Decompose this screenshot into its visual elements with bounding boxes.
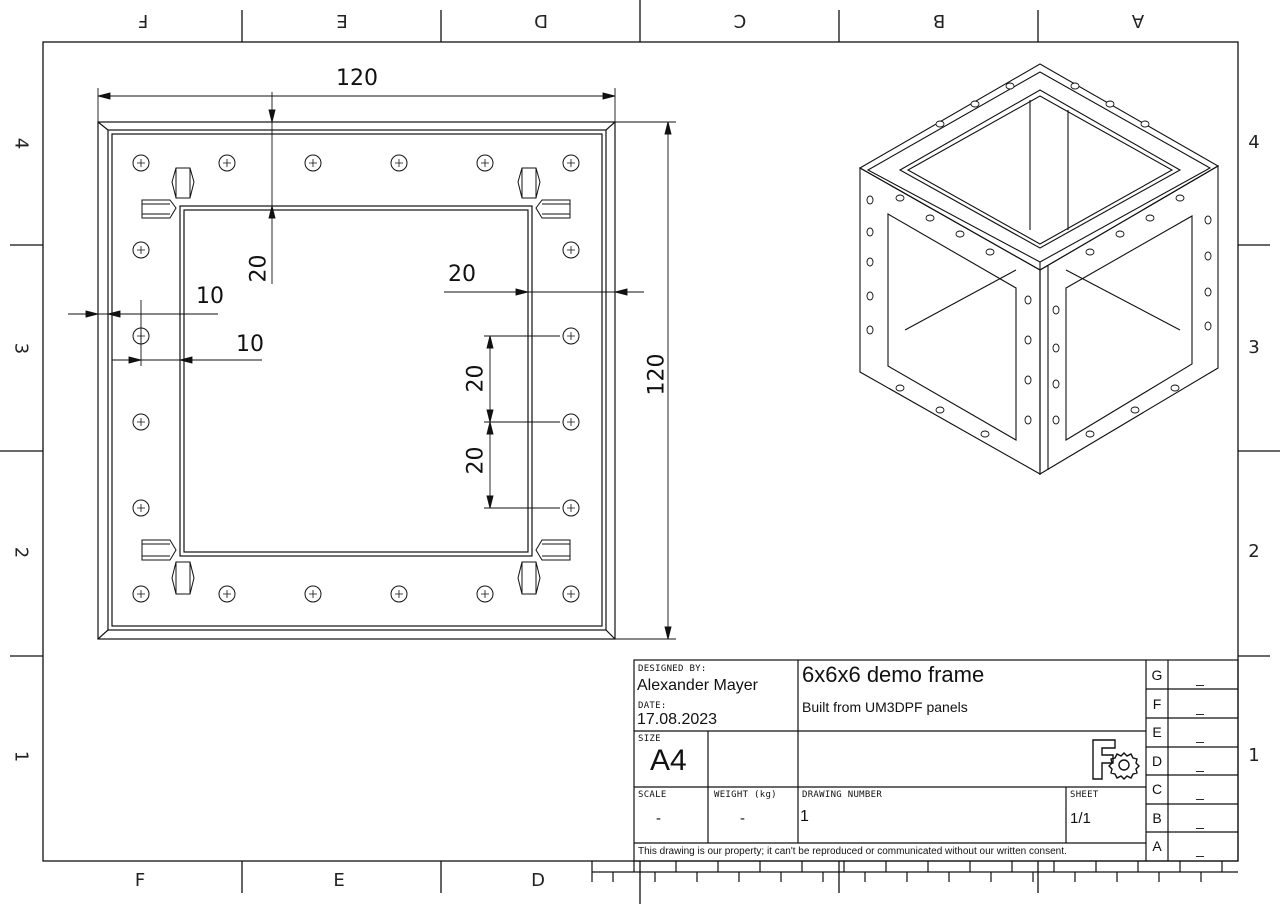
zone-right-4: 4: [1248, 132, 1260, 153]
dimension-edge-outer: 10: [196, 284, 224, 309]
revision-letter: A: [1152, 838, 1162, 854]
size-label: SIZE: [638, 734, 661, 744]
zone-left-2: 2: [10, 546, 32, 559]
designed-by-label: DESIGNED BY:: [638, 664, 707, 674]
dimension-lines: [68, 88, 676, 640]
revision-value: _: [1196, 784, 1204, 800]
dimension-inner-right: 20: [448, 262, 476, 287]
disclaimer: This drawing is our property; it can't b…: [638, 846, 1067, 857]
zone-top-b: B: [932, 10, 946, 31]
revision-value: _: [1196, 699, 1204, 715]
panel-front-view: [97, 121, 616, 640]
cube-isometric-view: [858, 63, 1220, 475]
dimension-width: 120: [336, 66, 378, 91]
revision-value: _: [1196, 841, 1204, 857]
size-value: A4: [650, 744, 687, 777]
zone-top-e: E: [336, 10, 348, 31]
date-label: DATE:: [638, 701, 667, 711]
weight-value: -: [740, 810, 745, 827]
zone-left-4: 4: [10, 137, 32, 150]
sheet-value: 1/1: [1070, 810, 1091, 827]
scale-label: SCALE: [638, 790, 667, 800]
revision-letter: G: [1151, 667, 1163, 683]
zone-top-a: A: [1131, 10, 1145, 31]
title-block: [591, 659, 1239, 882]
revision-letter: B: [1152, 810, 1162, 826]
revision-value: _: [1196, 727, 1204, 743]
zone-right-1: 1: [1248, 745, 1260, 766]
sheet-label: SHEET: [1070, 790, 1099, 800]
revision-letter: D: [1151, 753, 1163, 769]
drawing-subtitle: Built from UM3DPF panels: [802, 699, 968, 715]
zone-bottom-d: D: [531, 870, 545, 891]
date-value: 17.08.2023: [637, 711, 718, 728]
clips: [141, 167, 571, 595]
dimension-hole-spacing-2: 20: [463, 446, 489, 475]
holes: [132, 154, 580, 603]
zone-bottom-f: F: [134, 870, 146, 891]
zone-top-d: D: [534, 10, 548, 31]
revision-letter: F: [1152, 696, 1162, 712]
dimension-inner-top: 20: [246, 254, 272, 283]
revision-value: _: [1196, 670, 1204, 686]
dimension-hole-spacing-1: 20: [463, 364, 489, 393]
scale-value: -: [656, 810, 661, 827]
zone-top-f: F: [137, 10, 149, 31]
drawing-number-value: 1: [800, 808, 809, 825]
designer-name: Alexander Mayer: [637, 677, 758, 694]
zone-top-c: C: [733, 10, 747, 31]
revision-value: _: [1196, 756, 1204, 772]
zone-left-3: 3: [10, 342, 32, 355]
revision-value: _: [1196, 813, 1204, 829]
drawing-title: 6x6x6 demo frame: [802, 662, 985, 687]
dimension-edge-inner: 10: [236, 332, 264, 357]
revision-letter: C: [1151, 781, 1163, 797]
weight-label: WEIGHT (kg): [714, 790, 777, 800]
revision-letter: E: [1152, 724, 1162, 740]
dimension-height: 120: [644, 353, 670, 396]
zone-left-1: 1: [10, 750, 32, 763]
zone-bottom-e: E: [333, 870, 345, 891]
freecad-logo-icon: [1092, 739, 1140, 780]
zone-right-3: 3: [1248, 337, 1260, 358]
zone-right-2: 2: [1248, 541, 1260, 562]
drawing-number-label: DRAWING NUMBER: [802, 790, 883, 800]
